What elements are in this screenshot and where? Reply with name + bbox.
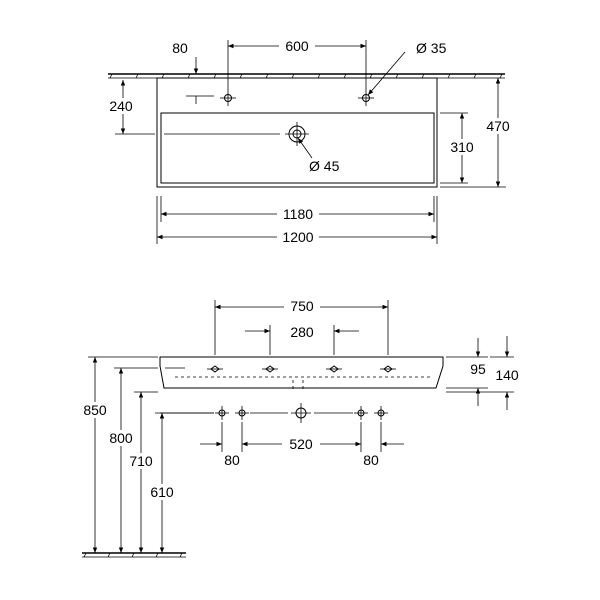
dim-140: 140 [446,336,519,410]
dim-750: 750 [214,298,389,355]
front-floor [82,552,186,558]
dim-600: 600 [227,37,367,90]
dim-1200-label: 1200 [282,229,313,245]
hatch-line [109,73,113,79]
dim-1180-label: 1180 [283,206,313,222]
hatch-line [395,73,399,79]
dim-610-label: 610 [150,484,174,500]
dim-80-520-80: 520 80 80 [200,422,404,468]
hatch-line [83,552,87,558]
hatch-line [473,73,477,79]
top-tap-hole-left [220,90,236,106]
dim-280: 280 [245,324,359,355]
dim-80-label: 80 [172,40,188,56]
hatch-line [447,73,451,79]
hatch-line [107,552,111,558]
hatch-line [155,552,159,558]
dim-dia-35-label: Ø 35 [416,40,447,56]
dim-240-label: 240 [109,98,133,114]
dim-610: 610 [145,412,214,553]
dim-600-label: 600 [285,38,309,54]
dim-95: 95 [446,338,488,406]
top-drain [285,122,309,146]
dim-470-label: 470 [486,118,510,134]
dim-80-right-label: 80 [363,452,379,468]
hatch-line [369,73,373,79]
dim-dia-35: Ø 35 [367,40,447,96]
top-wall [108,73,505,79]
dim-95-label: 95 [470,361,486,377]
hatch-line [421,73,425,79]
top-basin-bowl [160,112,435,184]
dim-850-label: 850 [83,402,107,418]
hatch-line [179,552,183,558]
top-view: 80 600 Ø 35 240 Ø 45 [104,37,518,245]
hatch-line [265,73,269,79]
dim-850: 850 [78,356,158,553]
dim-750-label: 750 [290,298,314,314]
hatch-line [161,73,165,79]
front-basin-outline [159,356,444,389]
dim-710: 710 [124,391,158,553]
hatch-line [239,73,243,79]
hatch-line [187,73,191,79]
dim-140-label: 140 [495,367,519,383]
dim-80-top: 80 [172,40,214,104]
hatch-line [213,73,217,79]
dim-240: 240 [104,80,280,135]
dim-710-label: 710 [129,453,153,469]
hatch-line [131,552,135,558]
hatch-line [135,73,139,79]
hatch-line [317,73,321,79]
dim-520-label: 520 [289,436,313,452]
dim-280-label: 280 [290,324,314,340]
dim-dia-45: Ø 45 [297,137,340,174]
dim-310: 310 [440,112,480,184]
dim-800-label: 800 [109,430,133,446]
dim-1200: 1200 [156,196,438,245]
hatch-line [499,73,503,79]
dim-1180: 1180 [160,196,435,222]
top-basin-outline [156,77,438,188]
front-tap-holes [207,365,396,373]
dim-800: 800 [104,367,158,553]
dim-470: 470 [440,78,518,188]
hatch-line [291,73,295,79]
dim-310-label: 310 [450,139,474,155]
hatch-line [343,73,347,79]
front-view: 750 280 95 140 [78,298,519,558]
dim-80-left-label: 80 [224,452,240,468]
top-tap-hole-right [358,90,374,106]
dim-dia-45-label: Ø 45 [309,158,340,174]
